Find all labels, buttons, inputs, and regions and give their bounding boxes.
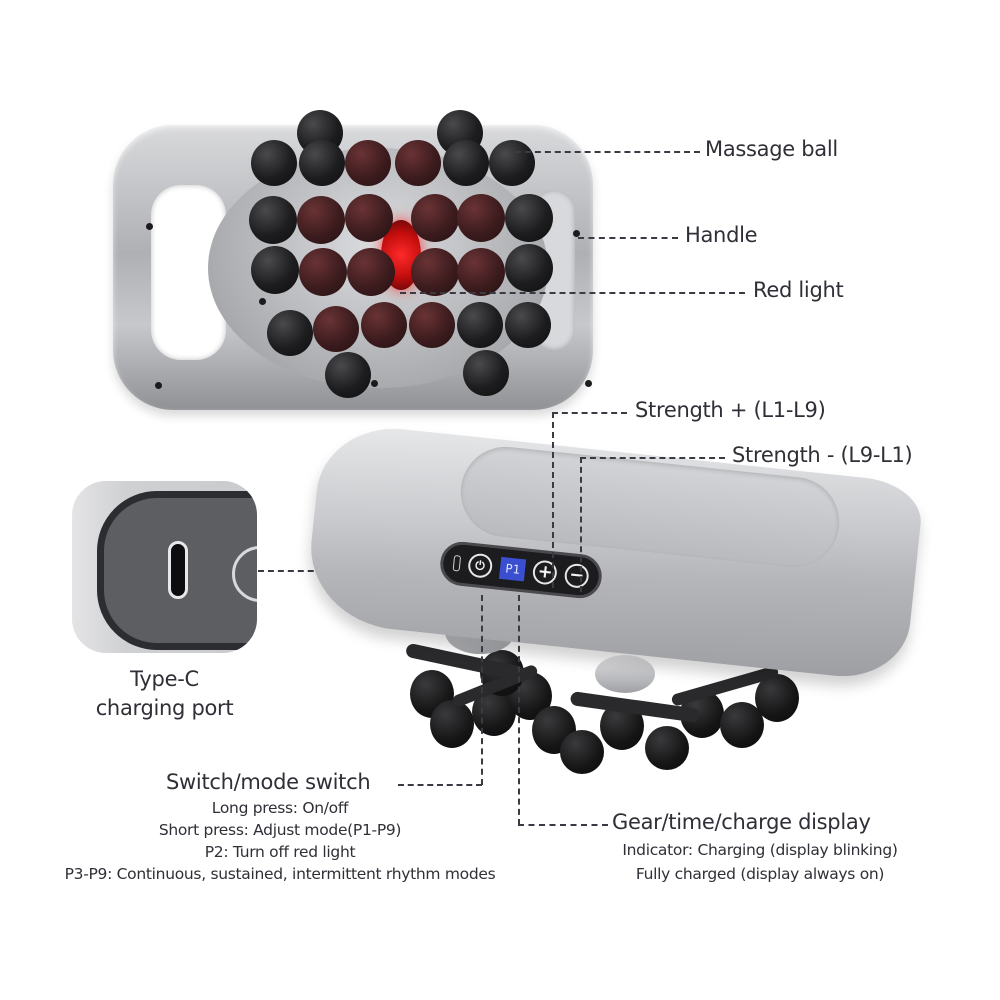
massage-ball	[361, 302, 407, 348]
label-handle: Handle	[685, 223, 758, 247]
label-massage-ball: Massage ball	[705, 137, 838, 161]
massage-ball	[267, 310, 313, 356]
switch-line: Long press: On/off	[211, 799, 349, 817]
switch-line: P3-P9: Continuous, sustained, intermitte…	[64, 865, 496, 883]
massage-nub	[755, 674, 799, 722]
massage-ball	[505, 302, 551, 348]
bottom-device-image: ⏻ P1 + −	[300, 420, 925, 780]
leader-line-red-light	[400, 292, 745, 294]
label-switch-title: Switch/mode switch	[166, 770, 371, 794]
massage-ball	[313, 306, 359, 352]
label-strength-plus: Strength + (L1-L9)	[635, 398, 826, 422]
label-type-c-line1: Type-C	[130, 667, 199, 691]
leader-line-switch-vertical	[481, 595, 483, 785]
minus-icon: −	[568, 564, 586, 587]
massage-ball	[345, 140, 391, 186]
leader-line-strength-plus	[552, 412, 627, 414]
massage-ball	[297, 196, 345, 244]
massage-nub	[645, 726, 689, 770]
screw-icon	[146, 223, 153, 230]
screw-icon	[573, 230, 580, 237]
screw-icon	[585, 380, 592, 387]
switch-description: Long press: On/off Short press: Adjust m…	[0, 797, 560, 885]
strength-plus-button[interactable]: +	[532, 559, 559, 586]
massage-nub	[720, 702, 764, 748]
massage-ball	[443, 140, 489, 186]
leader-line-strength-minus	[580, 457, 725, 459]
display-line: Fully charged (display always on)	[635, 865, 885, 883]
massage-ball	[395, 140, 441, 186]
display-description: Indicator: Charging (display blinking) F…	[590, 838, 930, 886]
massage-ball	[249, 196, 297, 244]
massage-ball	[409, 302, 455, 348]
massage-ball	[505, 194, 553, 242]
massage-ball	[345, 194, 393, 242]
massage-ball	[325, 352, 371, 398]
leader-line-massage-ball	[515, 151, 700, 153]
leader-line-strength-minus-vertical	[580, 457, 582, 592]
label-red-light: Red light	[753, 278, 844, 302]
massage-ball	[411, 194, 459, 242]
leader-line-switch	[398, 784, 482, 786]
massage-nub	[430, 700, 474, 748]
switch-line: Short press: Adjust mode(P1-P9)	[158, 821, 402, 839]
type-c-port-closeup	[72, 481, 257, 653]
massage-ball	[489, 140, 535, 186]
power-icon: ⏻	[474, 558, 486, 574]
massage-ball	[505, 244, 553, 292]
massage-ball	[251, 246, 299, 294]
gear-display: P1	[498, 556, 527, 582]
massage-ball	[299, 248, 347, 296]
top-device-image	[113, 110, 600, 412]
leg-hub	[595, 655, 655, 693]
massage-ball	[299, 140, 345, 186]
massage-ball	[463, 350, 509, 396]
switch-line: P2: Turn off red light	[204, 843, 356, 861]
massage-ball	[457, 194, 505, 242]
label-type-c: Type-C charging port	[72, 665, 257, 723]
screw-icon	[371, 380, 378, 387]
leader-line-display	[518, 824, 608, 826]
massage-ball	[347, 248, 395, 296]
display-line: Indicator: Charging (display blinking)	[622, 841, 898, 859]
massage-ball	[251, 140, 297, 186]
strength-minus-button[interactable]: −	[563, 562, 590, 590]
massage-ball	[411, 248, 459, 296]
screw-icon	[155, 382, 162, 389]
massage-ball	[457, 248, 505, 296]
screw-icon	[259, 298, 266, 305]
label-strength-minus: Strength - (L9-L1)	[732, 443, 913, 467]
usb-c-port-icon	[452, 554, 462, 572]
label-display-title: Gear/time/charge display	[612, 810, 871, 834]
massage-ball	[457, 302, 503, 348]
leader-line-strength-plus-vertical	[552, 412, 554, 588]
leader-line-handle	[578, 237, 678, 239]
leader-line-display-vertical	[518, 595, 520, 825]
usb-c-port-icon	[168, 541, 188, 599]
power-mode-button[interactable]: ⏻	[466, 552, 494, 579]
label-type-c-line2: charging port	[95, 696, 234, 720]
massage-nub	[560, 730, 604, 774]
